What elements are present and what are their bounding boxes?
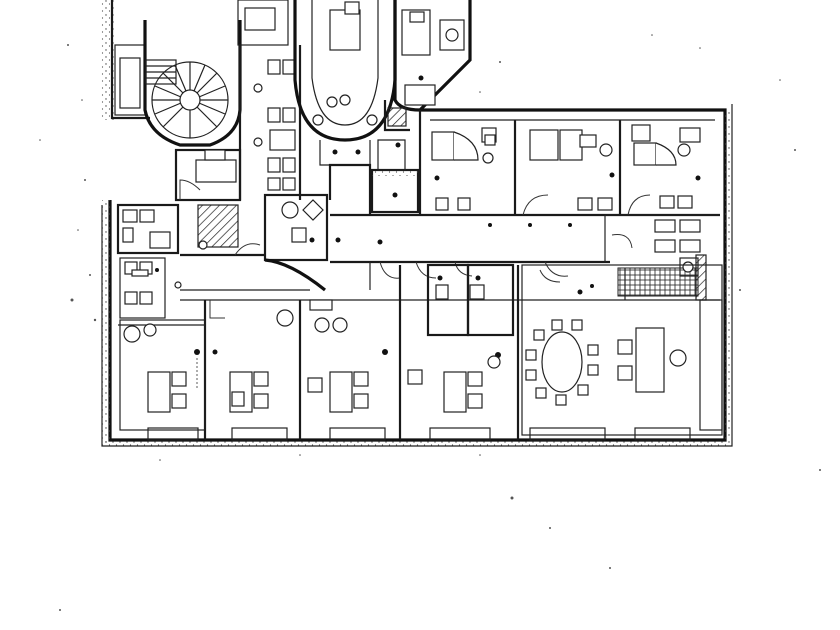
corridor <box>174 213 720 301</box>
south-offices <box>118 263 520 440</box>
windows-south <box>147 427 691 441</box>
lobby-seating <box>253 59 296 191</box>
west-services <box>116 203 239 319</box>
reception-desk <box>329 9 361 51</box>
conference-table <box>541 331 583 393</box>
spiral-stair <box>145 59 229 139</box>
north-west-wall <box>110 0 150 120</box>
conference-room <box>521 264 723 436</box>
north-wing <box>100 0 472 200</box>
desk <box>635 327 665 393</box>
cabinet <box>119 57 141 109</box>
service-rooms <box>174 139 420 292</box>
rotunda <box>293 0 397 166</box>
stair-tower <box>143 20 242 147</box>
stair-hatch <box>197 204 239 248</box>
main-block <box>101 104 733 447</box>
scan-noise <box>39 34 821 611</box>
office-a <box>119 319 206 431</box>
small-room <box>237 0 289 46</box>
north-offices <box>418 110 720 217</box>
